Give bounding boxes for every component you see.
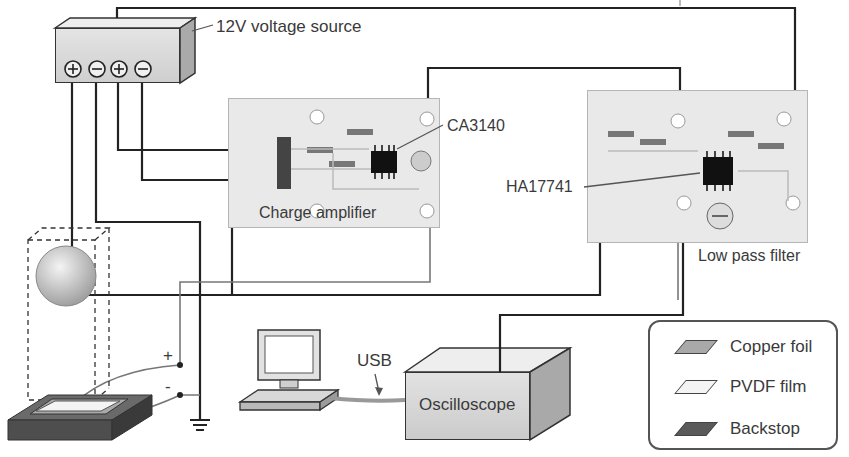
copper-foil <box>30 399 128 414</box>
scope-side <box>530 348 570 440</box>
annotation-label: + <box>163 346 173 366</box>
node-label: Oscilloscope <box>419 395 515 415</box>
wire-connector <box>117 8 795 90</box>
signal-wire <box>677 243 679 300</box>
legend-swatch <box>674 380 718 394</box>
drop-tube <box>28 228 109 400</box>
node-label: Low pass filter <box>698 246 800 265</box>
legend-swatch <box>674 340 718 354</box>
node-label: CA3140 <box>447 116 505 135</box>
computer <box>240 330 338 410</box>
voltage-source: 12V voltage source <box>55 28 180 83</box>
supply-wire <box>118 83 228 150</box>
wire-connector <box>142 83 228 180</box>
legend-box: Copper foilPVDF filmBackstop <box>648 320 838 450</box>
pvdf-film <box>36 401 120 411</box>
signal-wire <box>148 395 200 408</box>
oscilloscope-box: Oscilloscope <box>405 372 530 440</box>
supply-wire <box>72 83 600 295</box>
steel-ball <box>36 246 96 306</box>
terminals <box>56 29 179 82</box>
legend-text: Copper foil <box>730 336 812 358</box>
node-label: 12V voltage source <box>216 17 362 37</box>
terminal-dot <box>177 392 183 398</box>
signal-wires <box>75 228 678 408</box>
terminal-dot <box>177 362 183 368</box>
legend-text: PVDF film <box>730 376 807 398</box>
leader-arrow <box>375 387 383 396</box>
annotation-label: USB <box>357 351 392 371</box>
tick <box>680 0 681 6</box>
pcb-art <box>588 91 807 242</box>
charge-amplifier-board: CA3140Charge amplifier <box>228 98 440 228</box>
psu-side <box>180 18 195 83</box>
node-label: HA17741 <box>506 177 573 196</box>
backstop <box>8 420 112 440</box>
low-pass-filter-board: HA17741Low pass filter <box>587 90 808 243</box>
usb-cable <box>330 398 405 401</box>
legend-swatch <box>674 422 718 436</box>
wires <box>72 83 600 420</box>
node-label: Charge amplifier <box>259 203 376 222</box>
annotation-label: - <box>165 377 171 397</box>
ground-wire <box>231 228 233 295</box>
ground-symbol <box>190 420 210 430</box>
legend-text: Backstop <box>730 418 800 440</box>
psu-top <box>55 18 195 28</box>
